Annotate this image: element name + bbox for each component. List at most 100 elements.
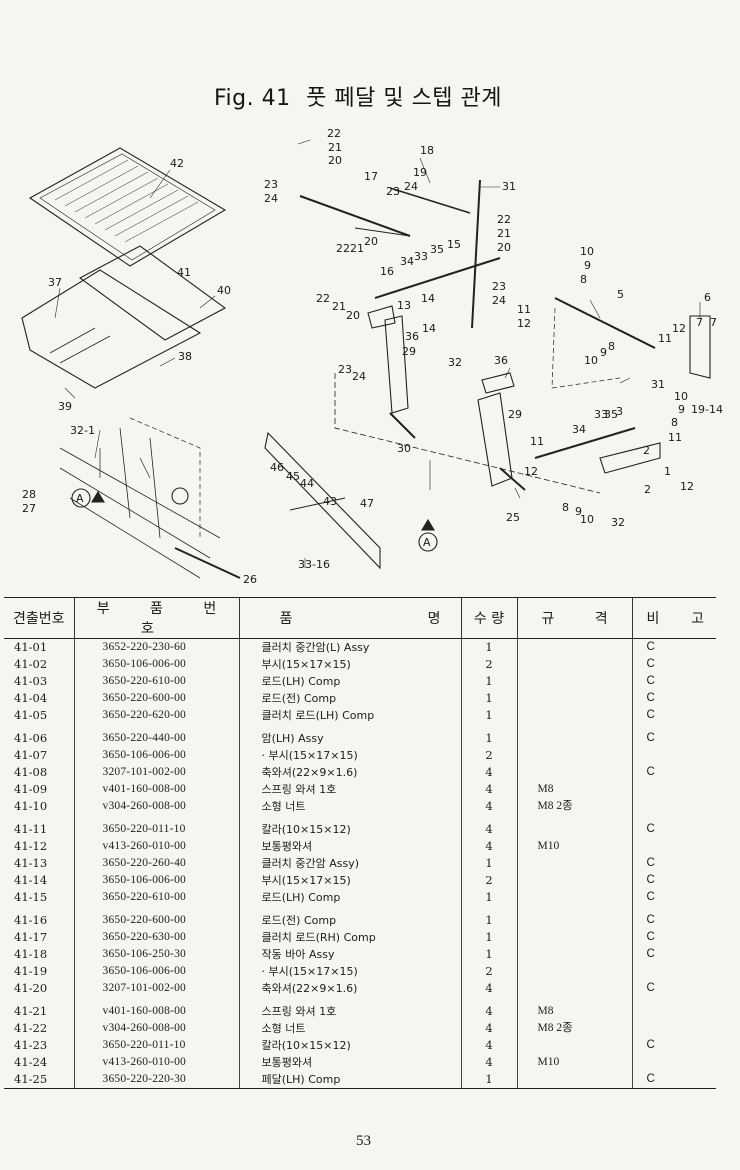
svg-text:3: 3 [616,405,623,418]
svg-text:46: 46 [270,461,284,474]
part-name-cell: 로드(LH) Comp [238,673,461,690]
group-spacer [4,724,716,730]
figure-title: Fig. 41 풋 페달 및 스텝 관계 [214,80,502,112]
part-name-cell: · 부시(15×17×15) [238,963,461,980]
svg-text:22: 22 [316,292,330,305]
svg-text:40: 40 [217,284,231,297]
item-no-cell: 41-10 [14,799,48,813]
spec-cell [516,1037,632,1054]
part-number-cell: 3650-106-006-00 [73,963,239,980]
svg-text:29: 29 [402,345,416,358]
spec-cell: M8 [516,1003,632,1020]
remark-cell: C [631,638,716,656]
part-number-cell: 3650-220-260-40 [73,855,239,872]
header-part-no: 부 품 번 호 [73,597,239,639]
spec-cell [516,730,632,747]
part-name-cell: 부시(15×17×15) [238,872,461,889]
svg-text:22: 22 [497,213,511,226]
svg-text:9: 9 [678,403,685,416]
remark-cell: C [631,912,716,929]
part-number-cell: 3650-106-006-00 [73,872,239,889]
part-number-cell: v413-260-010-00 [73,1054,239,1071]
svg-text:16: 16 [380,265,394,278]
item-no-cell: 41-25 [4,1071,74,1089]
svg-text:30: 30 [397,442,411,455]
svg-text:19-14: 19-14 [691,403,723,416]
part-name-cell: 부시(15×17×15) [238,656,461,673]
svg-text:45: 45 [286,470,300,483]
svg-text:24: 24 [404,180,418,193]
svg-text:37: 37 [48,276,62,289]
item-no-cell: 41-12 [14,839,48,853]
part-number-cell: 3650-220-440-00 [73,730,239,747]
item-no-cell: 41-17 [14,930,48,944]
spec-cell [516,764,632,781]
svg-text:7: 7 [710,316,717,329]
part-name-cell: 소형 너트 [238,798,461,815]
header-item-no: 견출번호 [4,597,74,639]
part-name-cell: 클러치 중간암(L) Assy [238,638,461,656]
spec-cell [516,889,632,906]
part-name-cell: 보통평와셔 [238,838,461,855]
svg-text:14: 14 [421,292,435,305]
part-name-cell: 작동 바아 Assy [238,946,461,963]
svg-text:32: 32 [448,356,462,369]
quantity-cell: 4 [460,764,517,781]
part-number-cell: v401-160-008-00 [73,1003,239,1020]
svg-text:29: 29 [508,408,522,421]
part-number-cell: 3650-220-630-00 [73,929,239,946]
svg-text:22: 22 [336,242,350,255]
svg-text:20: 20 [497,241,511,254]
svg-text:15: 15 [447,238,461,251]
svg-text:5: 5 [617,288,624,301]
quantity-cell: 4 [460,1020,517,1037]
svg-text:21: 21 [328,141,342,154]
svg-text:23: 23 [492,280,506,293]
part-number-cell: 3650-220-600-00 [73,690,239,707]
svg-text:12: 12 [517,317,531,330]
item-no-cell: 41-11 [14,822,48,836]
quantity-cell: 1 [460,855,517,872]
part-name-cell: · 부시(15×17×15) [238,747,461,764]
spec-cell [516,872,632,889]
spec-cell: M8 2종 [516,798,632,815]
remark-cell: C [631,1071,716,1089]
part-name-cell: 로드(전) Comp [238,912,461,929]
remark-cell: C [631,673,716,690]
part-name-cell: 칼라(10×15×12) [238,1037,461,1054]
part-name-cell: 클러치 로드(LH) Comp [238,707,461,724]
step-plate [21,269,202,389]
svg-text:25: 25 [506,511,520,524]
page-number: 53 [356,1133,371,1149]
spec-cell [516,980,632,997]
svg-text:33-16: 33-16 [298,558,330,571]
svg-text:32: 32 [611,516,625,529]
part-name-cell: 보통평와셔 [238,1054,461,1071]
item-no-cell: 41-13 [14,856,48,870]
svg-text:9: 9 [600,346,607,359]
spec-cell [516,929,632,946]
quantity-cell: 4 [460,838,517,855]
group-spacer [4,997,716,1003]
mat-panel [78,245,227,341]
svg-text:13: 13 [397,299,411,312]
svg-text:24: 24 [492,294,506,307]
item-no-cell: 41-07 [14,748,48,762]
svg-text:22: 22 [327,127,341,140]
svg-text:47: 47 [360,497,374,510]
remark-cell: C [631,980,716,997]
spec-cell [516,912,632,929]
spec-cell [516,656,632,673]
item-no-cell: 41-08 [14,765,48,779]
item-no-cell: 41-21 [14,1004,48,1018]
item-no-cell: 41-01 [14,640,48,654]
